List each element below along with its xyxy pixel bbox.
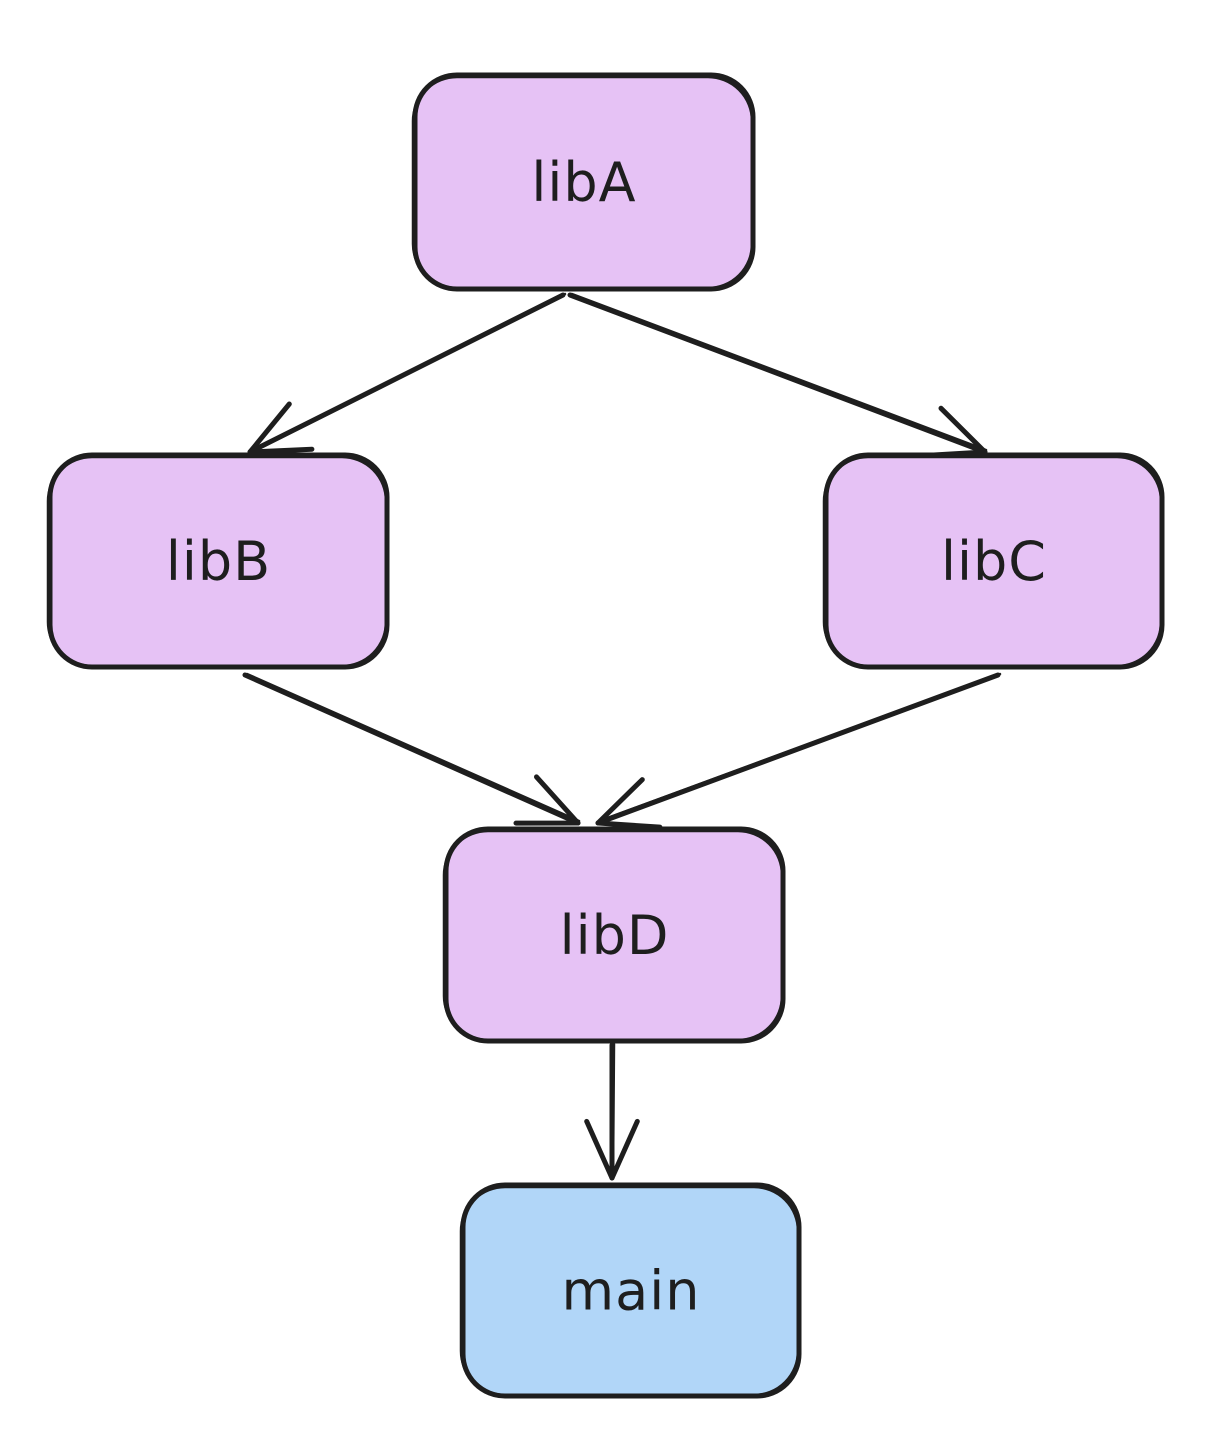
edge-libD-to-main [584,1042,640,1181]
node-box-sketch [46,455,388,668]
edge-line-sketch [249,292,567,452]
nodes-layer: libA libB libC libD main [46,72,1165,1399]
node-libD: libD [442,826,786,1044]
node-libC: libC [822,452,1165,670]
node-box-sketch [442,829,784,1042]
node-label: libC [941,530,1047,593]
edges-layer [242,292,1002,1181]
node-libB: libB [46,452,390,670]
node-label: main [562,1260,701,1323]
node-libA: libA [411,72,756,292]
edge-line [567,292,988,455]
edge-libA-to-libC [567,292,988,459]
edge-line-sketch [570,292,988,452]
arrowhead [247,401,315,455]
edge-libC-to-libD [595,672,1002,830]
edge-line-sketch [597,672,1002,823]
edge-line-sketch [611,1042,616,1178]
edge-line [242,672,581,826]
arrowhead [595,777,663,830]
edge-libA-to-libB [247,292,567,455]
edge-libB-to-libD [242,672,581,826]
arrowhead [584,1118,640,1181]
edge-line-sketch [245,672,581,823]
node-box-sketch [822,455,1163,668]
node-main: main [459,1182,802,1399]
node-box-sketch [459,1185,800,1397]
node-label: libB [166,530,271,593]
node-label: libD [560,904,670,967]
node-label: libA [531,151,636,214]
node-box-sketch [411,75,754,290]
arrowhead [513,774,581,826]
